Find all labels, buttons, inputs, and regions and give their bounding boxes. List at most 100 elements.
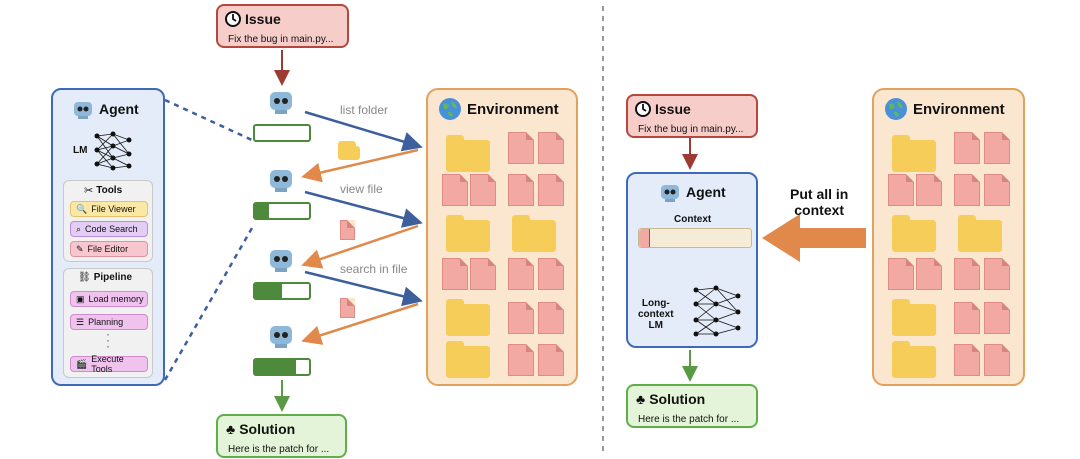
robot-icon <box>266 246 296 274</box>
context-bar-fill <box>639 229 650 247</box>
file-icon <box>538 344 564 376</box>
observation-arrow-2 <box>301 224 419 269</box>
step-label-list-folder: list folder <box>340 103 389 117</box>
agent-dashed-bottom <box>163 227 254 381</box>
progress-bar <box>253 202 311 220</box>
globe-icon <box>439 98 461 120</box>
folder-icon <box>446 299 490 336</box>
file-icon <box>508 258 534 290</box>
file-icon <box>538 174 564 206</box>
put-all-arrow <box>762 214 866 262</box>
tool-code-search[interactable]: ⌕Code Search <box>70 221 148 237</box>
right-issue-box: Issue Fix the bug in main.py... <box>626 94 758 138</box>
file-icon <box>888 258 914 290</box>
observation-arrow-1 <box>301 148 419 183</box>
file-viewer-icon: 🔍 <box>76 203 88 214</box>
tools-icon: ✂ <box>84 185 94 197</box>
issue-text: Fix the bug in main.py... <box>638 124 744 135</box>
neural-network-icon <box>94 131 132 171</box>
file-icon <box>984 132 1010 164</box>
file-icon <box>984 174 1010 206</box>
clapper-icon: 🎬 <box>76 358 88 369</box>
progress-bar <box>253 124 311 142</box>
file-icon <box>954 132 980 164</box>
search-icon: ⌕ <box>76 223 82 234</box>
folder-icon <box>892 341 936 378</box>
left-environment-box: Environment <box>426 88 578 386</box>
long-context-lm-label: Long- context LM <box>638 298 674 331</box>
tools-title: Tools <box>96 185 123 196</box>
issue-icon <box>225 11 241 27</box>
issue-text: Fix the bug in main.py... <box>228 34 334 45</box>
file-icon <box>984 258 1010 290</box>
progress-bar-fill <box>255 284 282 298</box>
file-icon <box>916 174 942 206</box>
left-agent-panel: Agent LM ✂ Tools 🔍File Viewer ⌕Code Sear… <box>51 88 165 386</box>
pipeline-panel: ⛓ Pipeline ▣Load memory ☰Planning ··· 🎬E… <box>63 268 153 378</box>
tools-panel: ✂ Tools 🔍File Viewer ⌕Code Search ✎File … <box>63 180 153 262</box>
file-icon <box>508 344 534 376</box>
robot-icon <box>266 166 296 194</box>
file-icon <box>984 344 1010 376</box>
solution-icon: ♣ <box>636 391 646 407</box>
left-issue-box: Issue Fix the bug in main.py... <box>216 4 349 48</box>
pipeline-load-memory[interactable]: ▣Load memory <box>70 291 148 307</box>
progress-bar <box>253 358 311 376</box>
solution-icon: ♣ <box>226 421 236 437</box>
environment-title: Environment <box>913 100 1005 118</box>
planning-icon: ☰ <box>76 316 85 327</box>
ellipsis-vertical-icon: ··· <box>106 327 110 353</box>
progress-bar-fill <box>255 360 296 374</box>
robot-icon <box>74 102 92 119</box>
issue-title: Issue <box>655 101 691 117</box>
folder-icon <box>446 341 490 378</box>
pipeline-planning[interactable]: ☰Planning <box>70 314 148 330</box>
file-icon <box>470 174 496 206</box>
right-agent-panel: Agent Context Long- context LM <box>626 172 758 348</box>
file-icon <box>888 174 914 206</box>
action-arrow-2 <box>304 190 423 228</box>
pipeline-execute-tools[interactable]: 🎬Execute Tools <box>70 354 148 374</box>
context-bar <box>638 228 752 248</box>
file-icon <box>508 132 534 164</box>
pipeline-title: Pipeline <box>93 272 133 283</box>
solution-title: Solution <box>649 391 706 407</box>
robot-icon <box>266 88 296 116</box>
memory-icon: ▣ <box>76 293 85 304</box>
solution-text: Here is the patch for ... <box>228 444 330 455</box>
neural-network-icon <box>693 285 741 337</box>
file-icon <box>954 302 980 334</box>
issue-icon <box>635 101 651 117</box>
agent-dashed-top <box>164 98 253 142</box>
globe-icon <box>885 98 907 120</box>
folder-icon <box>892 299 936 336</box>
right-environment-box: Environment <box>872 88 1025 386</box>
observation-folder-icon <box>338 141 360 160</box>
progress-bar <box>253 282 311 300</box>
left-solution-box: ♣ Solution Here is the patch for ... <box>216 414 347 458</box>
folder-icon <box>892 215 936 252</box>
file-icon <box>508 174 534 206</box>
tool-file-viewer[interactable]: 🔍File Viewer <box>70 201 148 217</box>
file-icon <box>442 174 468 206</box>
file-icon <box>508 302 534 334</box>
issue-title: Issue <box>245 11 281 27</box>
tool-file-editor[interactable]: ✎File Editor <box>70 241 148 257</box>
file-icon <box>954 174 980 206</box>
observation-file-icon <box>340 298 355 318</box>
step-label-view-file: view file <box>340 182 383 196</box>
file-icon <box>538 302 564 334</box>
file-icon <box>916 258 942 290</box>
file-icon <box>984 302 1010 334</box>
file-icon <box>954 344 980 376</box>
lm-label: LM <box>73 145 88 156</box>
context-label: Context <box>674 214 712 225</box>
folder-icon <box>958 215 1002 252</box>
environment-title: Environment <box>467 100 559 118</box>
observation-file-icon <box>340 220 355 240</box>
folder-icon <box>512 215 556 252</box>
robot-icon <box>266 322 296 350</box>
right-solution-box: ♣ Solution Here is the patch for ... <box>626 384 758 428</box>
action-arrow-1 <box>304 110 423 152</box>
file-icon <box>954 258 980 290</box>
